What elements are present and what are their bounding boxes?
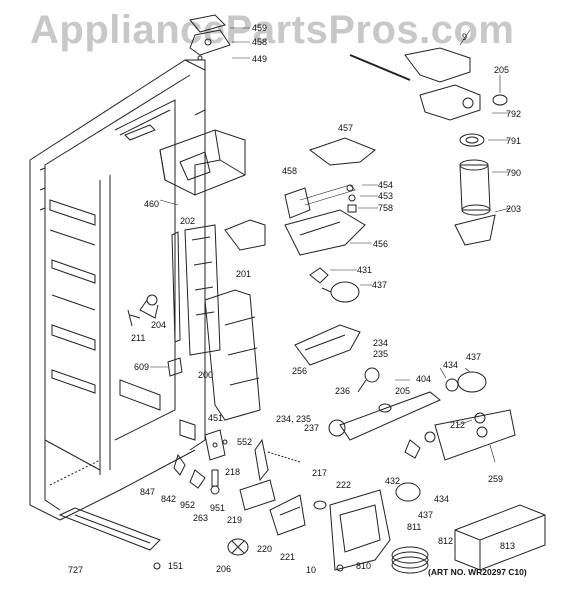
label-206: 206 — [216, 564, 231, 574]
label-256: 256 — [292, 366, 307, 376]
label-218: 218 — [225, 467, 240, 477]
label-203: 203 — [506, 204, 521, 214]
label-842: 842 — [161, 494, 176, 504]
label-235-upper: 235 — [373, 349, 388, 359]
label-727: 727 — [68, 565, 83, 575]
label-951: 951 — [210, 503, 225, 513]
label-404: 404 — [416, 374, 431, 384]
label-221: 221 — [280, 552, 295, 562]
label-201: 201 — [236, 269, 251, 279]
water-filter-assembly — [349, 29, 511, 246]
lower-actuator-parts — [173, 429, 306, 536]
label-434-lower: 434 — [434, 494, 449, 504]
center-dispenser-parts — [328, 367, 516, 463]
label-609: 609 — [134, 362, 149, 372]
label-211: 211 — [131, 333, 145, 343]
label-791: 791 — [506, 136, 521, 146]
label-813: 813 — [500, 541, 515, 551]
part-number-labels: 459 458 449 9 205 792 791 790 203 457 45… — [68, 23, 521, 575]
label-449: 449 — [252, 54, 267, 64]
label-458: 458 — [282, 166, 297, 176]
label-437-center: 437 — [466, 352, 481, 362]
label-202: 202 — [180, 216, 195, 226]
drip-tray-part — [294, 324, 361, 366]
upper-dispenser-parts — [284, 137, 378, 303]
label-200: 200 — [198, 370, 213, 380]
label-431: 431 — [357, 265, 372, 275]
dispenser-frame-part — [171, 219, 266, 421]
label-204: 204 — [151, 320, 166, 330]
label-792: 792 — [506, 109, 521, 119]
label-460: 460 — [144, 199, 159, 209]
label-456: 456 — [373, 239, 388, 249]
kickplate-part — [58, 507, 161, 570]
label-234-235: 234, 235 — [276, 414, 311, 424]
label-151: 151 — [168, 561, 183, 571]
label-458-top: 458 — [252, 37, 267, 47]
label-10: 10 — [306, 565, 316, 575]
label-811: 811 — [407, 522, 421, 532]
label-222: 222 — [336, 480, 351, 490]
label-259: 259 — [488, 474, 503, 484]
label-758: 758 — [378, 203, 393, 213]
label-459: 459 — [252, 23, 267, 33]
bottom-parts — [227, 482, 546, 574]
small-fastener-parts — [127, 294, 183, 377]
art-number-note: (ART NO. WR20297 C10) — [428, 567, 527, 577]
label-220: 220 — [257, 544, 272, 554]
label-9: 9 — [462, 32, 467, 42]
watermark-text: AppliancePartsPros.com — [30, 8, 515, 52]
label-237: 237 — [304, 423, 319, 433]
label-205-top: 205 — [494, 65, 509, 75]
label-812: 812 — [438, 536, 453, 546]
label-454: 454 — [378, 180, 393, 190]
label-217: 217 — [312, 468, 327, 478]
label-234-upper: 234 — [373, 338, 388, 348]
label-453: 453 — [378, 191, 393, 201]
label-437-upper: 437 — [372, 280, 387, 290]
label-451: 451 — [208, 413, 223, 423]
label-790: 790 — [506, 168, 521, 178]
cabinet-outline — [29, 59, 206, 521]
label-263: 263 — [193, 513, 208, 523]
label-212: 212 — [450, 420, 465, 430]
label-205-center: 205 — [395, 386, 410, 396]
label-952: 952 — [180, 500, 195, 510]
label-432: 432 — [385, 476, 400, 486]
dispenser-housing-part — [159, 129, 246, 206]
label-810: 810 — [356, 561, 371, 571]
label-437-lower: 437 — [418, 510, 433, 520]
label-552: 552 — [237, 437, 252, 447]
label-457: 457 — [338, 123, 353, 133]
label-219: 219 — [227, 515, 242, 525]
label-847: 847 — [140, 487, 155, 497]
label-236: 236 — [335, 386, 350, 396]
top-hinge-part — [189, 14, 250, 61]
label-434-upper: 434 — [443, 360, 458, 370]
